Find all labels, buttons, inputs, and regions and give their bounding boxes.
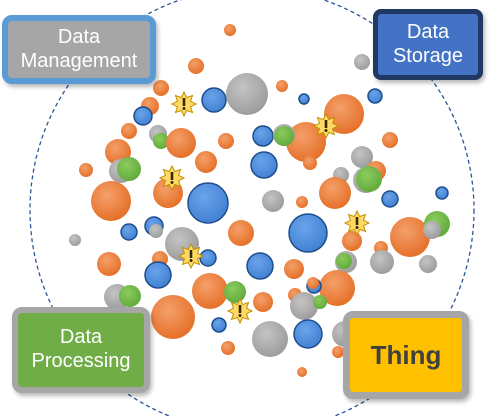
orange-data-node: [195, 151, 217, 173]
orange-data-node: [276, 80, 288, 92]
orange-data-node: [166, 128, 196, 158]
green-data-node: [356, 166, 382, 192]
gray-data-node: [69, 234, 81, 246]
orange-data-node: [382, 132, 398, 148]
data-cloud-boundary: [29, 0, 475, 416]
blue-data-node: [435, 186, 449, 200]
green-data-node: [117, 157, 141, 181]
gray-data-node: [290, 292, 318, 320]
green-data-node: [119, 285, 141, 307]
orange-data-node: [79, 163, 93, 177]
gray-data-node: [149, 224, 163, 238]
data-storage-label: Data Storage: [393, 21, 463, 68]
warning-burst-icon: [170, 90, 198, 118]
warning-burst-icon: [343, 209, 371, 237]
orange-data-node: [188, 58, 204, 74]
orange-data-node: [218, 133, 234, 149]
green-data-node: [313, 295, 327, 309]
blue-data-node: [201, 87, 227, 113]
blue-data-node: [367, 88, 383, 104]
orange-data-node: [153, 80, 169, 96]
gray-data-node: [252, 321, 288, 357]
orange-data-node: [332, 346, 344, 358]
warning-burst-icon: [177, 242, 205, 270]
thing-box[interactable]: Thing: [343, 311, 469, 399]
blue-data-node: [187, 182, 229, 224]
gray-data-node: [419, 255, 437, 273]
orange-data-node: [91, 181, 131, 221]
orange-data-node: [307, 277, 319, 289]
orange-data-node: [228, 220, 254, 246]
data-storage-line-1: Data: [406, 20, 450, 43]
orange-data-node: [153, 178, 183, 208]
green-data-node: [153, 133, 169, 149]
orange-data-node: [319, 177, 351, 209]
orange-data-node: [342, 231, 362, 251]
data-storage-box[interactable]: Data Storage: [373, 9, 483, 80]
blue-data-node: [133, 106, 153, 126]
green-data-node: [336, 253, 352, 269]
blue-data-node: [120, 223, 138, 241]
green-data-node: [274, 126, 294, 146]
gray-data-node: [354, 54, 370, 70]
orange-data-node: [151, 295, 195, 339]
blue-data-node: [252, 125, 274, 147]
data-storage-line-2: Storage: [392, 44, 464, 67]
blue-data-node: [246, 252, 274, 280]
orange-data-node: [297, 367, 307, 377]
data-processing-line-1: Data: [59, 326, 103, 349]
orange-data-node: [390, 217, 430, 257]
data-management-box[interactable]: Data Management: [2, 15, 156, 84]
gray-data-node: [262, 190, 284, 212]
data-management-label: Data Management: [21, 26, 138, 73]
blue-data-node: [381, 190, 399, 208]
orange-data-node: [97, 252, 121, 276]
gray-data-node: [351, 146, 373, 168]
data-management-line-1: Data: [57, 25, 101, 48]
orange-data-node: [253, 292, 273, 312]
orange-data-node: [286, 122, 326, 162]
blue-data-node: [298, 93, 310, 105]
alert-layer: [158, 90, 371, 325]
orange-data-node: [192, 273, 228, 309]
data-node-layer: [69, 24, 450, 377]
warning-burst-icon: [226, 297, 254, 325]
orange-data-node: [303, 156, 317, 170]
gray-data-node: [370, 250, 394, 274]
orange-data-node: [121, 123, 137, 139]
data-processing-label: Data Processing: [32, 326, 131, 373]
warning-burst-icon: [158, 164, 186, 192]
orange-data-node: [221, 341, 235, 355]
orange-data-node: [224, 24, 236, 36]
blue-data-node: [293, 319, 323, 349]
data-processing-line-2: Processing: [31, 350, 131, 372]
orange-data-node: [319, 270, 355, 306]
orange-data-node: [284, 259, 304, 279]
blue-data-node: [211, 317, 227, 333]
data-processing-box[interactable]: Data Processing: [12, 307, 150, 393]
blue-data-node: [144, 261, 172, 289]
gray-data-node: [423, 221, 441, 239]
orange-data-node: [296, 196, 308, 208]
blue-data-node: [199, 249, 217, 267]
blue-data-node: [288, 213, 328, 253]
data-management-line-2: Management: [20, 49, 138, 72]
warning-burst-icon: [312, 112, 340, 140]
thing-label: Thing: [370, 339, 442, 370]
gray-data-node: [226, 73, 268, 115]
blue-data-node: [250, 151, 278, 179]
green-data-node: [224, 281, 246, 303]
